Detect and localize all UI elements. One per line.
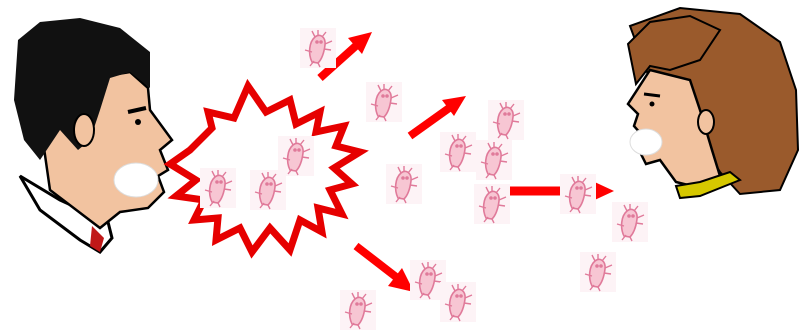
- germ-icon: [488, 100, 524, 140]
- man-figure: [14, 18, 172, 252]
- sneeze-burst: [170, 86, 360, 252]
- man-ear: [74, 114, 94, 146]
- germ-icon: [300, 28, 336, 68]
- germ-icon: [476, 140, 512, 180]
- germ-icon: [250, 170, 286, 210]
- germ-icon: [560, 174, 596, 214]
- germ-icon: [386, 164, 422, 204]
- man-eye: [135, 119, 141, 125]
- germs: [200, 28, 648, 330]
- arrow-icon-right: [502, 178, 614, 204]
- germ-icon: [580, 252, 616, 292]
- woman-ear: [698, 110, 714, 134]
- germ-icon: [200, 168, 236, 208]
- woman-mouth: [630, 129, 662, 155]
- arrow-icon-down: [356, 246, 414, 292]
- man-mouth-breath: [114, 163, 158, 197]
- germ-icon: [474, 184, 510, 224]
- arrow-icon-up-right: [410, 96, 466, 136]
- germ-icon: [440, 282, 476, 322]
- germ-icon: [340, 290, 376, 330]
- germ-icon: [612, 202, 648, 242]
- woman-eye: [650, 102, 655, 107]
- woman-figure: [628, 8, 798, 198]
- germ-icon: [440, 132, 476, 172]
- woman-eyebrow: [644, 94, 660, 96]
- germ-icon: [366, 82, 402, 122]
